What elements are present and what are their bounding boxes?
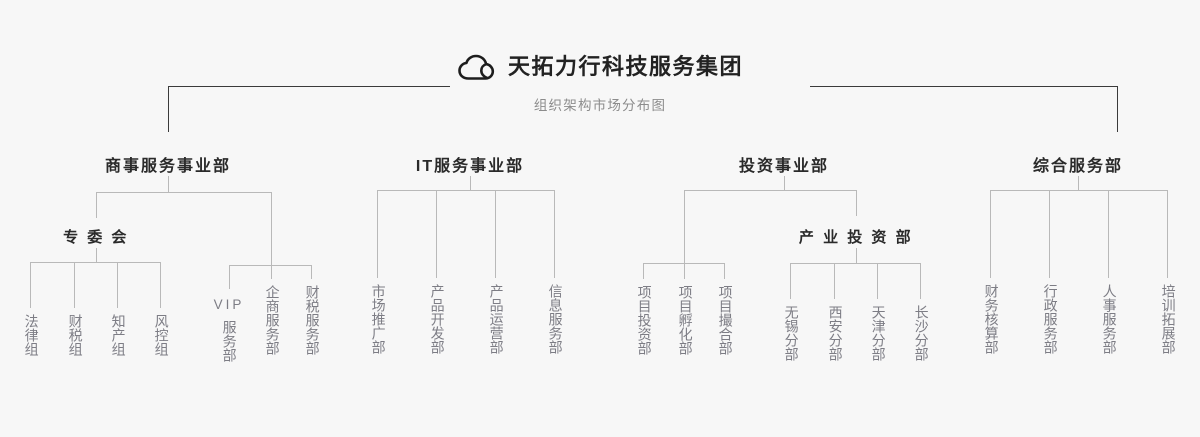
- leaf-node-vip-latin: VIP: [213, 297, 245, 312]
- leaf-node[interactable]: 长沙分部: [913, 305, 930, 361]
- leaf-node[interactable]: 无锡分部: [783, 305, 800, 361]
- leaf-drop: [271, 265, 272, 279]
- division-2-stem: [470, 176, 471, 191]
- leaf-node[interactable]: 培训拓展部: [1160, 284, 1177, 354]
- leaf-drop: [117, 262, 118, 308]
- leaf-drop: [920, 263, 921, 299]
- top-drop-right: [1117, 86, 1118, 132]
- leaf-drop: [834, 263, 835, 299]
- sub-unit-3-bar: [790, 263, 920, 264]
- division-1-direct-bar: [229, 265, 311, 266]
- top-spine-left: [168, 86, 450, 87]
- leaf-node[interactable]: 企商服务部: [264, 285, 281, 355]
- sub-unit-1-stem: [96, 248, 97, 262]
- leaf-node[interactable]: 信息服务部: [547, 284, 564, 354]
- company-title: 天拓力行科技服务集团: [507, 54, 743, 79]
- top-spine-right: [810, 86, 1117, 87]
- division-title-3[interactable]: 投资事业部: [738, 158, 830, 175]
- division-title-4[interactable]: 综合服务部: [1032, 158, 1124, 175]
- leaf-drop: [229, 265, 230, 289]
- leaf-node[interactable]: 市场推广部: [370, 284, 387, 354]
- leaf-node[interactable]: 项目投资部: [636, 285, 653, 355]
- leaf-drop: [724, 263, 725, 279]
- cloud-icon: [457, 54, 495, 81]
- leaf-drop: [311, 265, 312, 279]
- division-1-stem: [168, 176, 169, 193]
- chart-subtitle: 组织架构市场分布图: [533, 98, 667, 113]
- leaf-node[interactable]: 产品开发部: [429, 284, 446, 354]
- division-4-stem: [1078, 176, 1079, 191]
- leaf-drop: [877, 263, 878, 299]
- leaf-node[interactable]: 行政服务部: [1042, 284, 1059, 354]
- leaf-drop: [1049, 190, 1050, 278]
- sub-unit-3-stem: [856, 248, 857, 263]
- division-1-split-bar: [96, 192, 272, 193]
- leaf-drop: [990, 190, 991, 278]
- leaf-drop: [30, 262, 31, 308]
- division-3-stem: [784, 176, 785, 191]
- leaf-drop: [684, 263, 685, 279]
- leaf-node-vip[interactable]: VIP 服务部: [212, 295, 246, 362]
- leaf-node[interactable]: 财务核算部: [983, 284, 1000, 354]
- leaf-node[interactable]: 西安分部: [827, 305, 844, 361]
- leaf-node[interactable]: 人事服务部: [1101, 284, 1118, 354]
- leaf-node[interactable]: 知产组: [110, 314, 127, 356]
- division-3-left-branch: [684, 190, 685, 263]
- division-1-right-branch: [271, 192, 272, 265]
- division-title-2[interactable]: IT服务事业部: [415, 158, 525, 175]
- leaf-drop: [160, 262, 161, 308]
- leaf-drop: [377, 190, 378, 278]
- leaf-drop: [1167, 190, 1168, 278]
- leaf-node[interactable]: 产品运营部: [488, 284, 505, 354]
- leaf-drop: [790, 263, 791, 299]
- leaf-node-vip-rest: 服务部: [221, 319, 238, 362]
- leaf-node[interactable]: 天津分部: [870, 305, 887, 361]
- division-1-left-branch: [96, 192, 97, 218]
- sub-unit-1-bar: [30, 262, 160, 263]
- leaf-drop: [74, 262, 75, 308]
- leaf-drop: [1108, 190, 1109, 278]
- leaf-drop: [495, 190, 496, 278]
- chart-header: 天拓力行科技服务集团 组织架构市场分布图: [0, 50, 1200, 114]
- sub-unit-title-3[interactable]: 产 业 投 资 部: [798, 229, 914, 246]
- leaf-node[interactable]: 财税服务部: [304, 285, 321, 355]
- sub-unit-title-1[interactable]: 专 委 会: [63, 229, 129, 246]
- leaf-node[interactable]: 财税组: [67, 314, 84, 356]
- leaf-drop: [643, 263, 644, 279]
- leaf-node[interactable]: 风控组: [153, 314, 170, 356]
- division-3-right-branch: [856, 190, 857, 216]
- division-4-bar: [990, 190, 1167, 191]
- division-3-split-bar: [684, 190, 856, 191]
- leaf-drop: [554, 190, 555, 278]
- top-drop-left: [168, 86, 169, 132]
- leaf-node[interactable]: 法律组: [23, 314, 40, 356]
- division-2-bar: [377, 190, 555, 191]
- division-title-1[interactable]: 商事服务事业部: [104, 158, 232, 175]
- leaf-node[interactable]: 项目孵化部: [677, 285, 694, 355]
- leaf-drop: [436, 190, 437, 278]
- title-row: 天拓力行科技服务集团: [0, 50, 1200, 84]
- leaf-node[interactable]: 项目撮合部: [717, 285, 734, 355]
